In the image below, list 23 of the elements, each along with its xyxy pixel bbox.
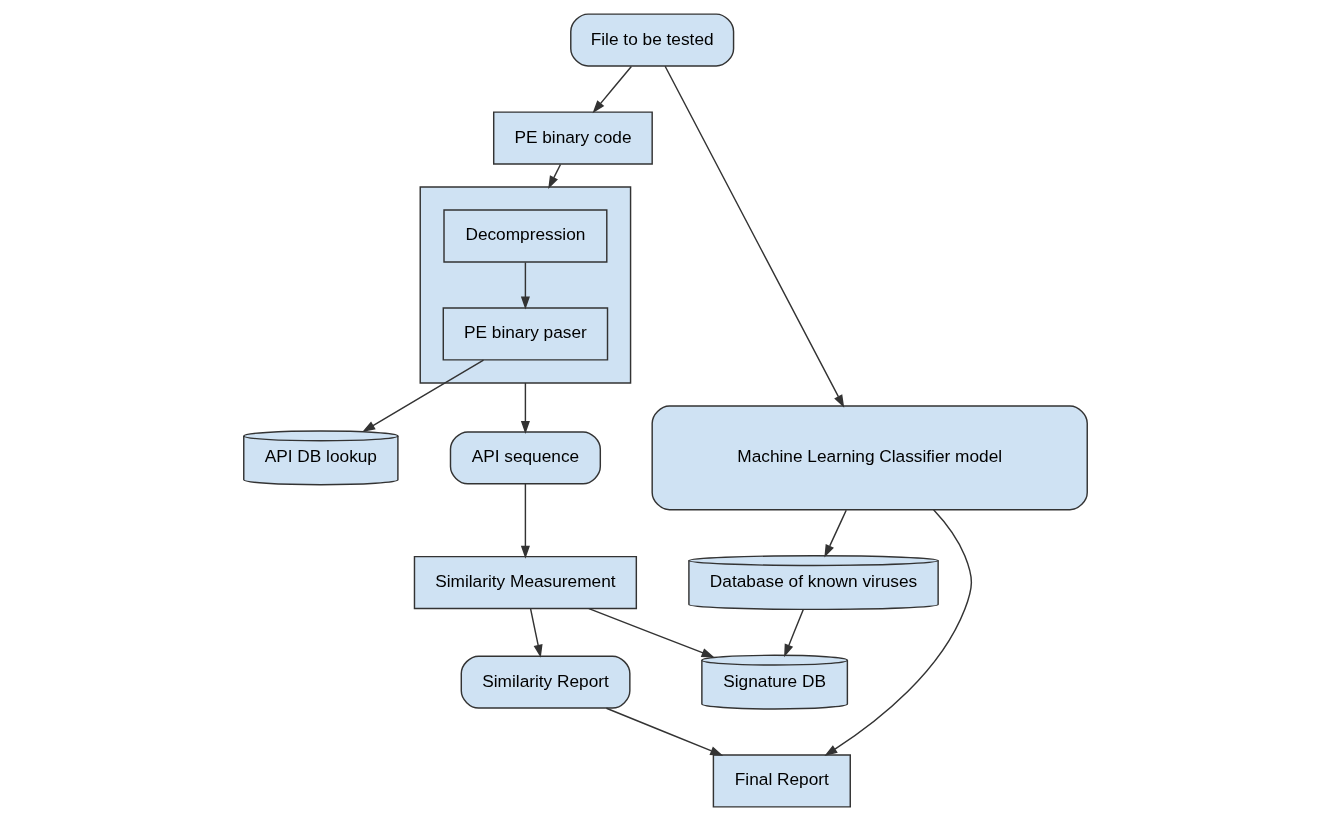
arrow: [663, 65, 844, 408]
node-box: Machine Learning Classifier model: [650, 405, 1088, 511]
node-box: PE binary code: [492, 111, 653, 165]
arrow: [592, 65, 632, 114]
arrow: [520, 483, 530, 559]
arrow: [529, 608, 543, 658]
node-box: Similarity Measurement: [413, 555, 637, 610]
arrow: [823, 509, 972, 756]
arrow: [547, 163, 561, 189]
node-box: Final Report: [712, 754, 851, 808]
node-box: API sequence: [449, 431, 601, 485]
node-box: PE binary paser: [442, 307, 608, 361]
node-box: Decompression: [442, 209, 607, 263]
node-box: Similarity Report: [460, 655, 631, 709]
node-box: File to be tested: [569, 13, 734, 67]
arrow: [605, 707, 723, 756]
arrow: [520, 261, 530, 310]
arrow: [587, 607, 715, 658]
cluster: [419, 186, 631, 384]
arrow: [783, 608, 804, 658]
arrow: [823, 509, 847, 558]
arrow: [361, 359, 484, 432]
arrow: [520, 382, 530, 434]
